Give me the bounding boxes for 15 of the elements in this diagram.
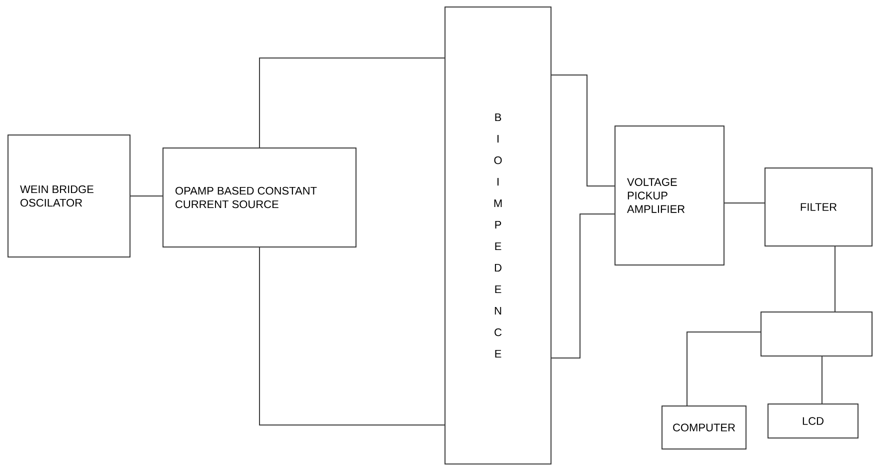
connector-line	[551, 74, 615, 186]
connector-line	[551, 214, 615, 358]
process-box: FILTER	[764, 168, 872, 246]
process-box: OPAMP BASED CONSTANT CURRENT SOURCE	[162, 148, 356, 248]
connector-line	[724, 202, 765, 204]
process-box: COMPUTER	[662, 406, 746, 450]
process-box: WEIN BRIDGE OSCILATOR	[8, 134, 130, 258]
connector-line	[259, 58, 445, 148]
connector-line	[259, 247, 445, 426]
process-box: LCD	[768, 404, 858, 438]
process-box: BIO IMPEDENCE	[444, 6, 552, 464]
connector-line	[686, 332, 761, 406]
empty-box	[760, 312, 872, 356]
process-box: VOLTAGE PICKUP AMPLIFIER	[614, 126, 724, 266]
connector-line	[834, 246, 836, 312]
